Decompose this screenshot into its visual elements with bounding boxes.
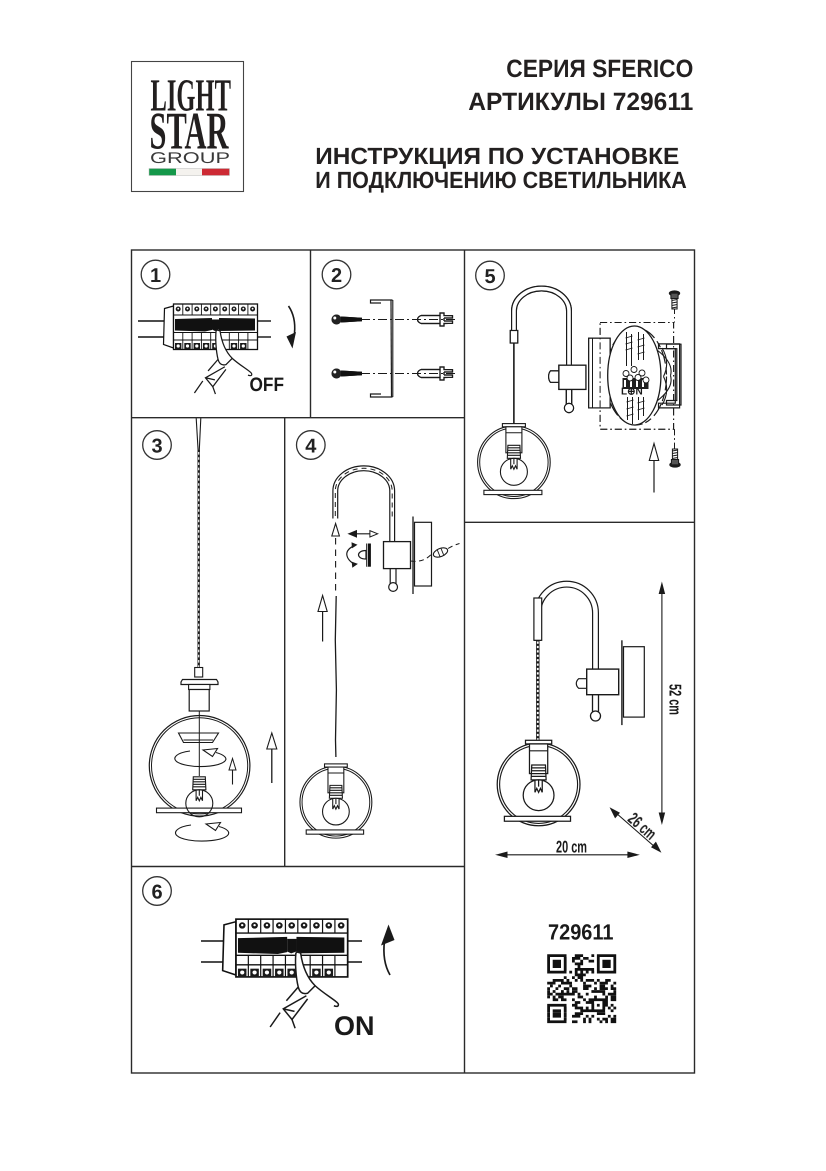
svg-text:4: 4 [305,436,317,458]
svg-text:СЕРИЯ SFERICO: СЕРИЯ SFERICO [506,55,693,83]
svg-text:3: 3 [151,436,162,458]
svg-text:1: 1 [150,265,161,287]
svg-text:OFF: OFF [250,374,285,396]
svg-text:LIGHT: LIGHT [151,70,232,121]
svg-text:2: 2 [331,265,342,287]
svg-text:L⊕N: L⊕N [621,387,643,398]
svg-text:5: 5 [484,266,495,288]
svg-text:STAR: STAR [150,102,229,160]
svg-text:И ПОДКЛЮЧЕНИЮ СВЕТИЛЬНИКА: И ПОДКЛЮЧЕНИЮ СВЕТИЛЬНИКА [315,167,687,193]
svg-text:52 cm: 52 cm [666,684,685,715]
svg-text:ИНСТРУКЦИЯ ПО УСТАНОВКЕ: ИНСТРУКЦИЯ ПО УСТАНОВКЕ [315,143,679,169]
svg-text:АРТИКУЛЫ 729611: АРТИКУЛЫ 729611 [468,88,693,116]
svg-text:ON: ON [334,1011,375,1041]
svg-text:20 cm: 20 cm [556,838,587,857]
svg-text:GROUP: GROUP [150,150,230,167]
svg-text:26 cm: 26 cm [624,809,660,844]
svg-text:6: 6 [151,882,162,904]
svg-text:729611: 729611 [548,920,614,945]
